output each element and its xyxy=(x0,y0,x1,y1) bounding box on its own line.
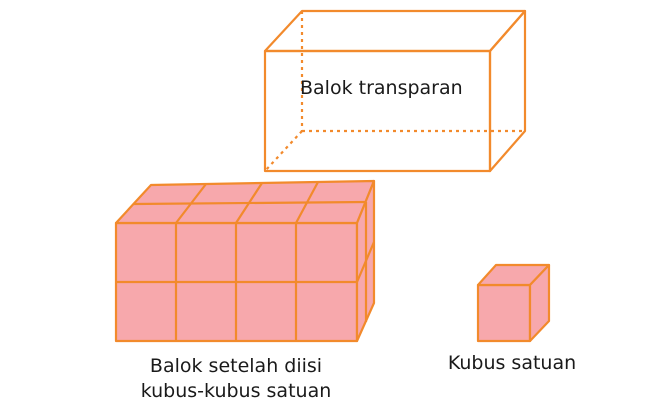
hidden-edge-bottom-depth xyxy=(264,130,303,172)
right-grid-line xyxy=(355,241,376,283)
filled-cuboid xyxy=(114,179,376,343)
transparent-cuboid-hidden-edges xyxy=(264,11,525,172)
transparent-cuboid-front-face xyxy=(263,49,492,173)
unit-cube-right-face xyxy=(528,263,551,343)
unit-cube-front-face xyxy=(476,283,532,343)
filled-cuboid-grid-lines xyxy=(116,181,376,341)
top-grid-line xyxy=(133,200,367,206)
transparent-cuboid-top-face xyxy=(263,9,527,53)
filled-box-label-line1: Balok setelah diisi xyxy=(149,355,323,377)
unit-cube-label: Kubus satuan xyxy=(447,352,577,374)
unit-cube xyxy=(476,263,551,343)
transparent-cuboid-right-face xyxy=(488,9,527,173)
transparent-box-label: Balok transparan xyxy=(300,77,463,99)
filled-box-label-line2: kubus-kubus satuan xyxy=(140,380,332,402)
transparent-cuboid xyxy=(263,9,527,173)
